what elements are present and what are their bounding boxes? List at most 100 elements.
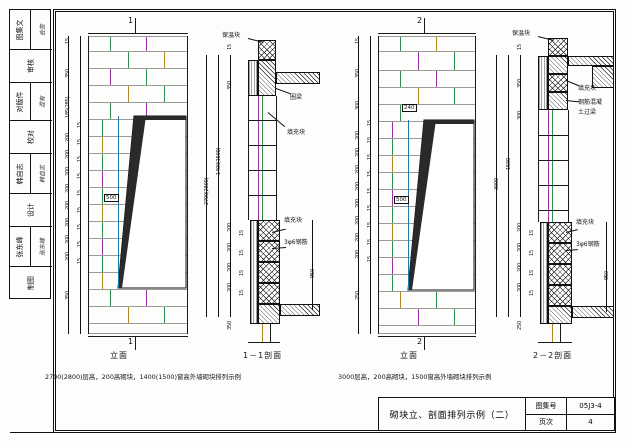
annotation-filler-block-top: 填充块 bbox=[287, 129, 306, 136]
window-reveal-line bbox=[118, 116, 119, 288]
strip-label: 张东峰 bbox=[16, 236, 24, 257]
section-mark-bottom-label: 1 bbox=[128, 337, 134, 346]
foundation-line bbox=[560, 324, 561, 342]
filler-block bbox=[548, 243, 572, 264]
joint-line bbox=[454, 52, 456, 70]
foundation-base bbox=[248, 342, 280, 343]
joint-line bbox=[392, 190, 394, 206]
joint-line bbox=[102, 171, 104, 187]
joint-line bbox=[164, 307, 166, 323]
joint-line bbox=[102, 239, 104, 255]
joint-line bbox=[102, 273, 104, 289]
joint-line bbox=[110, 290, 112, 306]
left-wall-body: 500 bbox=[88, 36, 188, 335]
joint-line bbox=[400, 292, 402, 308]
joint-line bbox=[128, 86, 130, 102]
foundation-base bbox=[538, 342, 572, 343]
insulation-block-hatch bbox=[548, 38, 568, 56]
title-block-row-page: 页次 4 bbox=[526, 414, 614, 430]
wall-edge-left bbox=[378, 36, 379, 334]
course-line bbox=[88, 102, 188, 104]
joint-line bbox=[392, 156, 394, 172]
wall-edge-right bbox=[187, 36, 188, 334]
annotation-filler-block: 填充块 bbox=[284, 217, 303, 224]
window-reveal-line bbox=[408, 120, 409, 290]
strip-label: 校对 bbox=[27, 130, 35, 144]
sec-dim-15: 15 bbox=[529, 270, 535, 276]
section-cut-line-bottom bbox=[378, 336, 476, 337]
dim-value-15: 15 bbox=[367, 120, 373, 126]
joint-line bbox=[392, 207, 394, 223]
sec-dim-15: 15 bbox=[529, 250, 535, 256]
course-line bbox=[378, 333, 476, 335]
dim-value: 200 bbox=[65, 133, 71, 142]
title-block-right: 图集号 05J3-4 页次 4 bbox=[526, 398, 614, 430]
course-line bbox=[378, 308, 476, 310]
sec-dim-mid: 200 bbox=[227, 243, 233, 252]
strip-row-4-right: 韩自志 bbox=[31, 154, 52, 193]
dim-value-15: 15 bbox=[77, 139, 83, 145]
strip-row-2-left: 对版件 bbox=[10, 83, 31, 120]
course-line bbox=[88, 289, 188, 291]
joint-line bbox=[392, 173, 394, 189]
course-line bbox=[88, 85, 188, 87]
section-mark-top-label: 1 bbox=[128, 16, 134, 25]
window-height-dim-value: 1400(1500) bbox=[216, 147, 222, 175]
insulation-strip bbox=[538, 56, 548, 110]
dim-value: 200 bbox=[355, 148, 361, 157]
joint-line bbox=[392, 224, 394, 240]
dim-value: 15 bbox=[355, 38, 361, 44]
joint-line bbox=[146, 37, 148, 51]
foundation-beam bbox=[258, 304, 280, 324]
sec-dim-mid: 200 bbox=[227, 263, 233, 272]
dim-value: 200 bbox=[355, 165, 361, 174]
sec-dim-15: 15 bbox=[529, 230, 535, 236]
course-line bbox=[88, 51, 188, 53]
sec-dim-15: 15 bbox=[517, 44, 523, 50]
section-cut-line-top bbox=[88, 33, 188, 34]
course-line bbox=[378, 104, 476, 106]
dim-value: 200 bbox=[65, 252, 71, 261]
strip-row-2-right: 混有 bbox=[31, 83, 52, 120]
wall-face-outer bbox=[538, 110, 539, 222]
strip-row-4: 韩自志 韩自志 bbox=[10, 154, 52, 194]
section-cut-line-bottom bbox=[88, 336, 188, 337]
joint-line bbox=[164, 52, 166, 68]
dim-value-15: 15 bbox=[367, 256, 373, 262]
joint-line bbox=[392, 241, 394, 257]
dim-value: 350 bbox=[65, 291, 71, 300]
dim-value-15: 15 bbox=[367, 222, 373, 228]
page-label: 页次 bbox=[526, 414, 567, 430]
dim-value: 200 bbox=[65, 235, 71, 244]
joint-line bbox=[146, 69, 148, 85]
dim-value-15: 15 bbox=[77, 156, 83, 162]
strip-signature: 张东峰 bbox=[39, 237, 46, 256]
wall-face-color bbox=[262, 96, 263, 220]
insulation-strip bbox=[248, 60, 258, 96]
ground-slab bbox=[572, 306, 614, 318]
dim-value: 200 bbox=[65, 218, 71, 227]
course-line bbox=[378, 70, 476, 72]
strip-row-7: 制图 bbox=[10, 267, 52, 299]
foundation-line bbox=[270, 324, 271, 342]
joint-line bbox=[102, 137, 104, 153]
right-section-label: 2－2剖面 bbox=[533, 351, 573, 360]
overall-dim-line bbox=[206, 55, 207, 317]
side-title-strip: 图集文 会签 审核 对版件 混有 校对 韩自志 韩自志 设计 张东峰 张东峰 制… bbox=[9, 9, 52, 299]
joint-line bbox=[164, 86, 166, 102]
dim-value-15: 15 bbox=[77, 241, 83, 247]
course-line bbox=[88, 323, 188, 325]
dim-value: 200 bbox=[355, 233, 361, 242]
sec-dim-top-band: 350 bbox=[517, 79, 523, 88]
sec-dim-mid: 200 bbox=[227, 283, 233, 292]
joint-line bbox=[454, 309, 456, 325]
joint-line bbox=[418, 309, 420, 325]
sec-dim-mid: 200 bbox=[517, 263, 523, 272]
joint-line bbox=[110, 37, 112, 51]
wall-face-inner bbox=[276, 96, 277, 220]
wall-face-color bbox=[548, 110, 549, 222]
section-dim-line bbox=[520, 55, 521, 317]
dim-value: 200 bbox=[65, 201, 71, 210]
floor-slab-hatch bbox=[568, 56, 614, 66]
rc-lintel-hatch bbox=[548, 92, 568, 110]
